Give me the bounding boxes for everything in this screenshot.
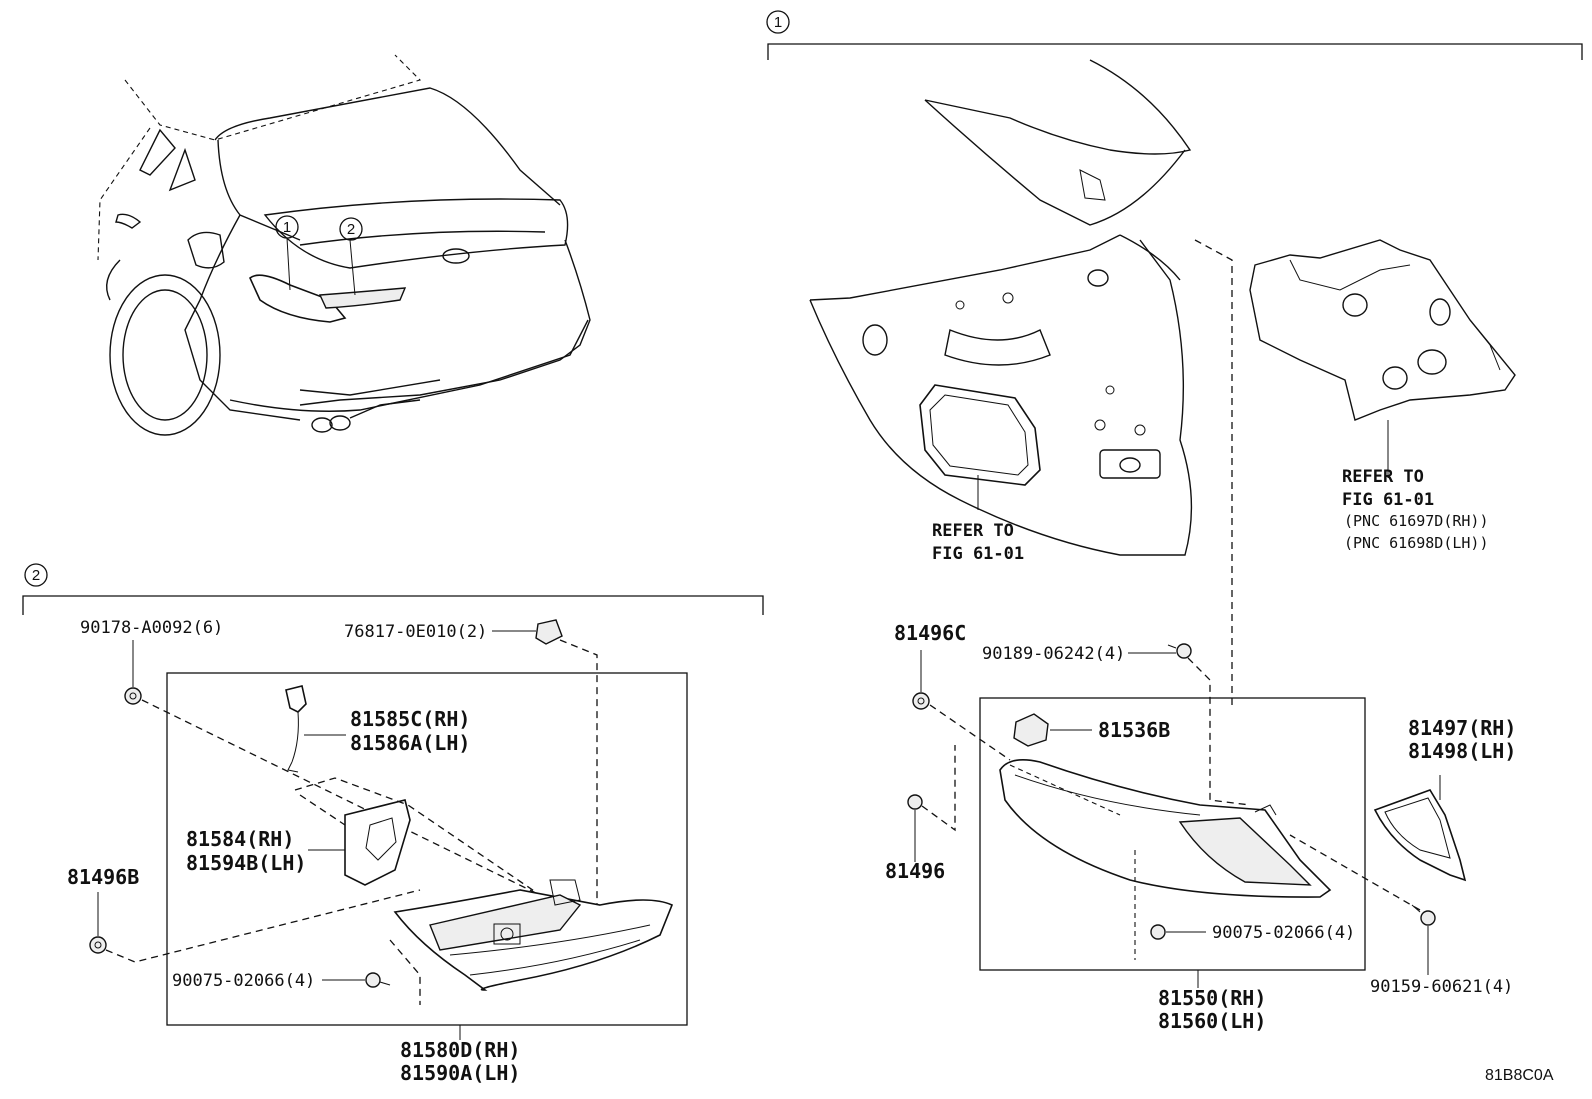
nut-81496-icon [907,745,956,862]
socket-81536b-icon [1013,713,1092,747]
quarter-panel-illustration [809,59,1193,556]
svg-text:2: 2 [347,221,355,238]
cover-rh-label: 81497(RH) [1408,716,1516,740]
diagram-code: 81B8C0A [1485,1067,1554,1084]
gasket-81584-illustration [294,777,541,896]
svg-text:1: 1 [774,14,782,31]
svg-text:1: 1 [283,219,291,236]
socket-lh-label: 81586A(LH) [350,731,470,755]
clip-76817-icon [492,619,598,905]
lamp-inner-lh-label: 81590A(LH) [400,1061,520,1085]
clip-90178-label: 90178-A0092(6) [80,618,223,638]
overview-marker-1: 1 [275,215,299,239]
section-1-frame: 1 [766,10,1583,60]
bolt-90189-icon [1128,643,1251,806]
clip-76817-label: 76817-0E010(2) [344,622,487,642]
screw-90075-left-label: 90075-02066(4) [172,971,315,991]
nut-81496b-icon [89,889,421,963]
screw-90075-left-icon [322,972,391,988]
pnc-lh-label: (PNC 61698D(LH)) [1344,534,1489,552]
cover-lh-label: 81498(LH) [1408,739,1516,763]
bolt-90159-label: 90159-60621(4) [1370,977,1513,997]
refer-label-right-line2: FIG 61-01 [1342,490,1434,510]
bolt-90159-icon [1289,834,1436,975]
section-2-frame: 2 [22,563,764,615]
socket-81585c-illustration [285,685,346,773]
panel-reinforcement-illustration [1249,239,1516,478]
inner-lamp-group-box [166,672,688,1026]
refer-label-right-line1: REFER TO [1342,467,1424,487]
nut-81496b-label: 81496B [67,865,139,889]
lamp-inner-rh-label: 81580D(RH) [400,1038,520,1062]
outer-lamp-group-box [979,697,1366,971]
overview-marker-2: 2 [339,217,363,241]
lamp-outer-lh-label: 81560(LH) [1158,1009,1266,1033]
nut-81496c-icon [912,650,1011,761]
gasket-lh-label: 81594B(LH) [186,851,306,875]
nut-81496c-label: 81496C [894,621,966,645]
screw-90075-right-label: 90075-02066(4) [1212,923,1355,943]
socket-81536b-label: 81536B [1098,718,1170,742]
screw-90075-right-icon [1150,924,1206,940]
car-overview-illustration [97,54,591,436]
nut-81496-label: 81496 [885,859,945,883]
lamp-outer-rh-label: 81550(RH) [1158,986,1266,1010]
socket-rh-label: 81585C(RH) [350,707,470,731]
clip-90178-icon [124,640,541,896]
cover-81497-illustration [1373,775,1467,882]
inner-tail-lamp-illustration [389,879,674,1005]
gasket-rh-label: 81584(RH) [186,827,294,851]
bolt-90189-label: 90189-06242(4) [982,644,1125,664]
refer-label-left-line1: REFER TO [932,521,1014,541]
refer-label-left-line2: FIG 61-01 [932,544,1024,564]
outer-tail-lamp-illustration [999,759,1332,960]
pnc-rh-label: (PNC 61697D(RH)) [1344,512,1489,530]
svg-text:2: 2 [32,567,40,584]
